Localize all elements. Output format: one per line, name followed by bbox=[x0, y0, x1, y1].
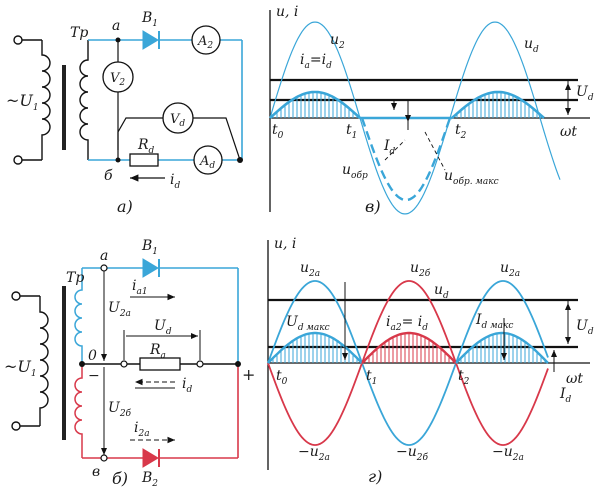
neg-u2a-label-2: −u2а bbox=[492, 444, 524, 463]
voltmeter-vd-label: Vd bbox=[170, 112, 185, 129]
x-axis-label: ωt bbox=[560, 124, 577, 140]
ammeter-ad-label: Ad bbox=[199, 154, 215, 171]
u2a-label: U2а bbox=[108, 300, 131, 319]
uobr-label: uобр bbox=[342, 162, 368, 181]
diode-b1-label: B1 bbox=[141, 10, 158, 29]
y-axis-label: u, i bbox=[274, 236, 296, 252]
ud-label: Ud bbox=[154, 318, 172, 337]
secondary-winding-icon bbox=[79, 40, 89, 160]
ammeter-ad-icon bbox=[193, 145, 223, 175]
t1-label: t1 bbox=[366, 368, 377, 387]
plus-label: + bbox=[242, 365, 255, 384]
current-id-label: id bbox=[170, 172, 180, 191]
t2-label: t2 bbox=[458, 368, 470, 387]
source-label: ~U1 bbox=[4, 357, 37, 379]
graph-g bbox=[267, 240, 590, 470]
node-a-label: а bbox=[100, 248, 108, 264]
Id-label: Id bbox=[383, 138, 396, 157]
circuit-b-labels: ~U1 Тр а 0 в B1 B2 U2а U2б iа1 i2а Ud Rа… bbox=[4, 238, 255, 489]
neg-u2b-label: −u2б bbox=[396, 444, 428, 463]
caption-g: г) bbox=[368, 467, 382, 486]
diode-b1-icon bbox=[142, 258, 159, 278]
graph-v-labels: u, i ωt u2 ud iа=id Ud Id t0 t1 t2 uобр … bbox=[272, 4, 594, 216]
Ud-label: Ud bbox=[576, 84, 594, 103]
upper-winding-icon bbox=[74, 268, 83, 364]
diode-b2-label: B2 bbox=[141, 470, 158, 489]
source-label: ~U1 bbox=[6, 91, 39, 113]
node-v-label: в bbox=[92, 464, 100, 480]
t0-label: t0 bbox=[276, 368, 288, 387]
id-label: id bbox=[182, 376, 192, 395]
diode-b2-icon bbox=[142, 448, 159, 468]
primary-winding-icon bbox=[41, 40, 51, 160]
ud-max-label: Ud макс bbox=[286, 314, 330, 333]
y-axis-label: u, i bbox=[276, 4, 298, 20]
ammeter-a2-icon bbox=[191, 25, 221, 55]
resistor-rd-icon bbox=[129, 153, 159, 167]
caption-v: в) bbox=[365, 197, 381, 216]
Ud-label: Ud bbox=[576, 318, 594, 337]
caption-b: б) bbox=[112, 469, 128, 488]
ia2-id-label: iа2= id bbox=[386, 314, 428, 333]
x-axis-label: ωt bbox=[566, 371, 583, 387]
node-a-label: а bbox=[112, 18, 120, 34]
t0-label: t0 bbox=[272, 122, 284, 141]
u2-label: u2 bbox=[330, 32, 345, 51]
neg-u2a-label-1: −u2а bbox=[298, 444, 330, 463]
i2a-label: i2а bbox=[134, 420, 150, 439]
ud-label: ud bbox=[434, 282, 449, 301]
u2b-label: U2б bbox=[108, 400, 132, 419]
u2a-label-2: u2а bbox=[500, 260, 520, 279]
minus-label: − bbox=[88, 368, 100, 384]
terminal-icon bbox=[13, 155, 23, 165]
diode-b1-icon bbox=[142, 30, 159, 50]
terminal-icon bbox=[13, 35, 23, 45]
node-b-label: б bbox=[104, 168, 113, 184]
resistor-rd-label: Rd bbox=[137, 137, 155, 156]
Id-label: Id bbox=[559, 386, 572, 405]
u2b-label: u2б bbox=[410, 260, 431, 279]
uobr-max-label: uобр. макс bbox=[444, 168, 499, 187]
t1-label: t1 bbox=[346, 122, 357, 141]
transformer-label: Тр bbox=[66, 270, 84, 286]
ammeter-a2-label: A2 bbox=[197, 34, 213, 51]
ia-id-label: iа=id bbox=[300, 52, 332, 71]
terminal-icon bbox=[11, 291, 21, 301]
terminal-icon bbox=[11, 421, 21, 431]
ia1-label: iа1 bbox=[132, 278, 148, 297]
caption-a: а) bbox=[117, 197, 133, 216]
voltmeter-v2-label: V2 bbox=[110, 71, 125, 88]
transformer-label: Тр bbox=[70, 25, 88, 41]
ud-label: ud bbox=[524, 36, 539, 55]
t2-label: t2 bbox=[455, 122, 467, 141]
id-max-label: Id макс bbox=[475, 312, 513, 331]
resistor-ra-label: Rа bbox=[149, 342, 166, 361]
graph-g-labels: u, i ωt u2а u2б ud u2а Ud макс iа2= id I… bbox=[274, 236, 594, 486]
primary-winding-icon bbox=[39, 296, 49, 426]
diode-b1-label: B1 bbox=[141, 238, 158, 257]
lower-winding-icon bbox=[74, 364, 83, 458]
node-0-label: 0 bbox=[88, 348, 97, 364]
circuit-a-labels: ~U1 Тр а б B1 A2 V2 Vd Rd Ad id а) bbox=[6, 10, 215, 216]
circuit-a bbox=[13, 25, 243, 182]
circuit-b bbox=[11, 258, 241, 468]
graph-v bbox=[269, 10, 590, 215]
u2a-label-1: u2а bbox=[300, 260, 320, 279]
